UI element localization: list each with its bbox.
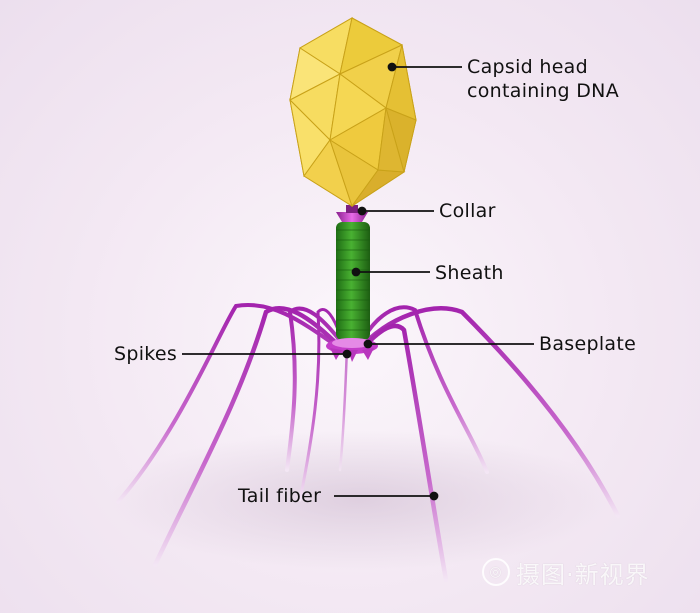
tail-fiber-3 bbox=[285, 306, 340, 472]
collar-dot bbox=[357, 206, 367, 216]
leader-lines bbox=[182, 62, 534, 501]
collar-label: Collar bbox=[439, 200, 496, 222]
tail-fiber-2 bbox=[152, 305, 338, 568]
tail-fiber-1 bbox=[116, 302, 337, 504]
capsid-dot bbox=[387, 62, 397, 72]
tail-fiber-4 bbox=[298, 308, 342, 502]
capsid-label-line2: containing DNA bbox=[467, 80, 619, 102]
spikes-dot bbox=[342, 349, 352, 359]
tail-fiber-dot bbox=[429, 491, 439, 501]
tail-fiber-6 bbox=[365, 306, 621, 519]
tail-fiber-7 bbox=[363, 323, 449, 583]
spikes-label: Spikes bbox=[114, 343, 178, 365]
sheath-label: Sheath bbox=[435, 262, 504, 284]
baseplate-label: Baseplate bbox=[539, 333, 637, 355]
watermark-text: 摄图·新视界 bbox=[516, 560, 650, 589]
tail-fiber-label: Tail fiber bbox=[238, 485, 322, 507]
sheath bbox=[336, 222, 370, 340]
tail-fiber-5 bbox=[363, 305, 489, 474]
watermark: ◎ 摄图·新视界 bbox=[482, 556, 650, 589]
capsid-label-line1: Capsid head bbox=[467, 56, 588, 78]
camera-lens-icon: ◎ bbox=[482, 558, 510, 586]
baseplate-dot bbox=[363, 339, 373, 349]
sheath-dot bbox=[351, 267, 361, 277]
tail-fibers bbox=[116, 302, 621, 583]
capsid-head bbox=[289, 17, 417, 208]
